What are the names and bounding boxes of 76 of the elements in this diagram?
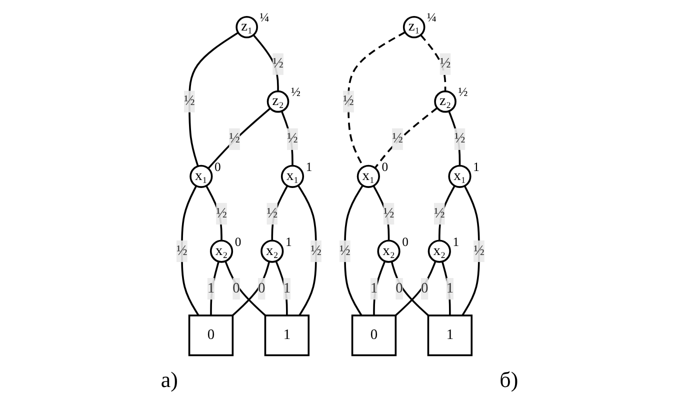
- connector: [280, 110, 294, 166]
- panel-caption: б): [500, 367, 518, 394]
- node-circle: [448, 164, 472, 188]
- edge-label: ½: [440, 56, 451, 72]
- connector: [390, 261, 429, 316]
- node-circle: [236, 16, 258, 38]
- node-annotation: 1: [473, 160, 480, 174]
- node-box: [351, 314, 397, 356]
- node-circle: [266, 90, 290, 113]
- node-circle: [434, 90, 456, 113]
- node-annotation: 0: [234, 234, 242, 249]
- node-circle: [402, 16, 426, 38]
- node-circle: [428, 240, 451, 263]
- connector: [438, 185, 456, 241]
- node-annotation: 0: [214, 160, 221, 174]
- node-annotation: ½: [291, 85, 300, 100]
- connector: [462, 185, 480, 316]
- edge-label: 0: [396, 280, 403, 296]
- connector: [208, 108, 271, 170]
- node-annotation: 0: [402, 234, 408, 249]
- connector: [210, 261, 220, 316]
- connector: [297, 184, 317, 316]
- edge-label: ½: [184, 93, 195, 109]
- node-annotation: 1: [286, 234, 292, 249]
- edge-label: ½: [176, 243, 188, 259]
- node-circle: [190, 164, 213, 188]
- connector: [275, 260, 288, 316]
- node-annotation: 1: [452, 234, 460, 249]
- node-box: [188, 314, 234, 356]
- node-circle: [356, 164, 380, 188]
- connector: [374, 107, 438, 169]
- node-circle: [280, 164, 304, 188]
- connector: [232, 261, 270, 316]
- edge-label: 0: [258, 280, 266, 296]
- connector: [395, 260, 436, 316]
- node-annotation: 0: [382, 160, 388, 174]
- connector: [224, 260, 266, 316]
- node-annotation: ¼: [260, 10, 270, 25]
- connector: [271, 185, 288, 241]
- connector: [188, 32, 239, 167]
- edge-label: ½: [434, 206, 445, 221]
- edge-label: ½: [266, 206, 278, 221]
- edge-label: 1: [446, 280, 454, 296]
- edge-label: ½: [383, 206, 394, 221]
- node-annotation: ¼: [427, 10, 437, 25]
- edge-label: ½: [287, 130, 298, 146]
- node-box: [427, 314, 473, 356]
- edge-label: 0: [421, 280, 428, 296]
- edge-label: ½: [272, 56, 284, 72]
- edge-label: ½: [474, 243, 484, 259]
- edge-label: 1: [283, 280, 291, 296]
- connector: [441, 261, 451, 316]
- edge-label: ½: [216, 206, 227, 221]
- panel-caption: a): [160, 367, 178, 394]
- node-box: [264, 314, 310, 356]
- edge-label: ½: [343, 93, 354, 109]
- connector: [181, 185, 200, 316]
- edge-label: 1: [370, 280, 378, 296]
- edge-label: ½: [229, 130, 240, 146]
- connector: [344, 184, 364, 316]
- node-circle: [377, 240, 400, 263]
- edge-label: 0: [232, 280, 240, 296]
- node-annotation: ½: [458, 85, 468, 100]
- node-circle: [210, 240, 234, 263]
- node-annotation: 1: [306, 160, 312, 174]
- decision-diagram: ½ ½ ½ ½ ½ ½ ½ ½ 1 0 0 1 ½ ½ ½ ½ ½ ½ ½ ½ 1 0 0 1 z₁ z₂ x₁ x₁ x₂ x₂ 0 1 z₁ z₂ x₁ x₁ x₂ x₂ 0 1 ¼ ½ 0 1 0 1 ¼ ½ 0 1 0 1: [0, 0, 679, 367]
- edge-label: ½: [340, 243, 350, 259]
- edge-label: ½: [392, 130, 403, 146]
- connector: [373, 260, 386, 316]
- edge-label: ½: [454, 130, 466, 146]
- connector: [420, 34, 446, 92]
- connector: [252, 34, 279, 92]
- edge-label: 1: [207, 280, 215, 296]
- connector: [205, 185, 222, 241]
- edge-label: ½: [310, 243, 322, 259]
- node-circle: [260, 240, 284, 263]
